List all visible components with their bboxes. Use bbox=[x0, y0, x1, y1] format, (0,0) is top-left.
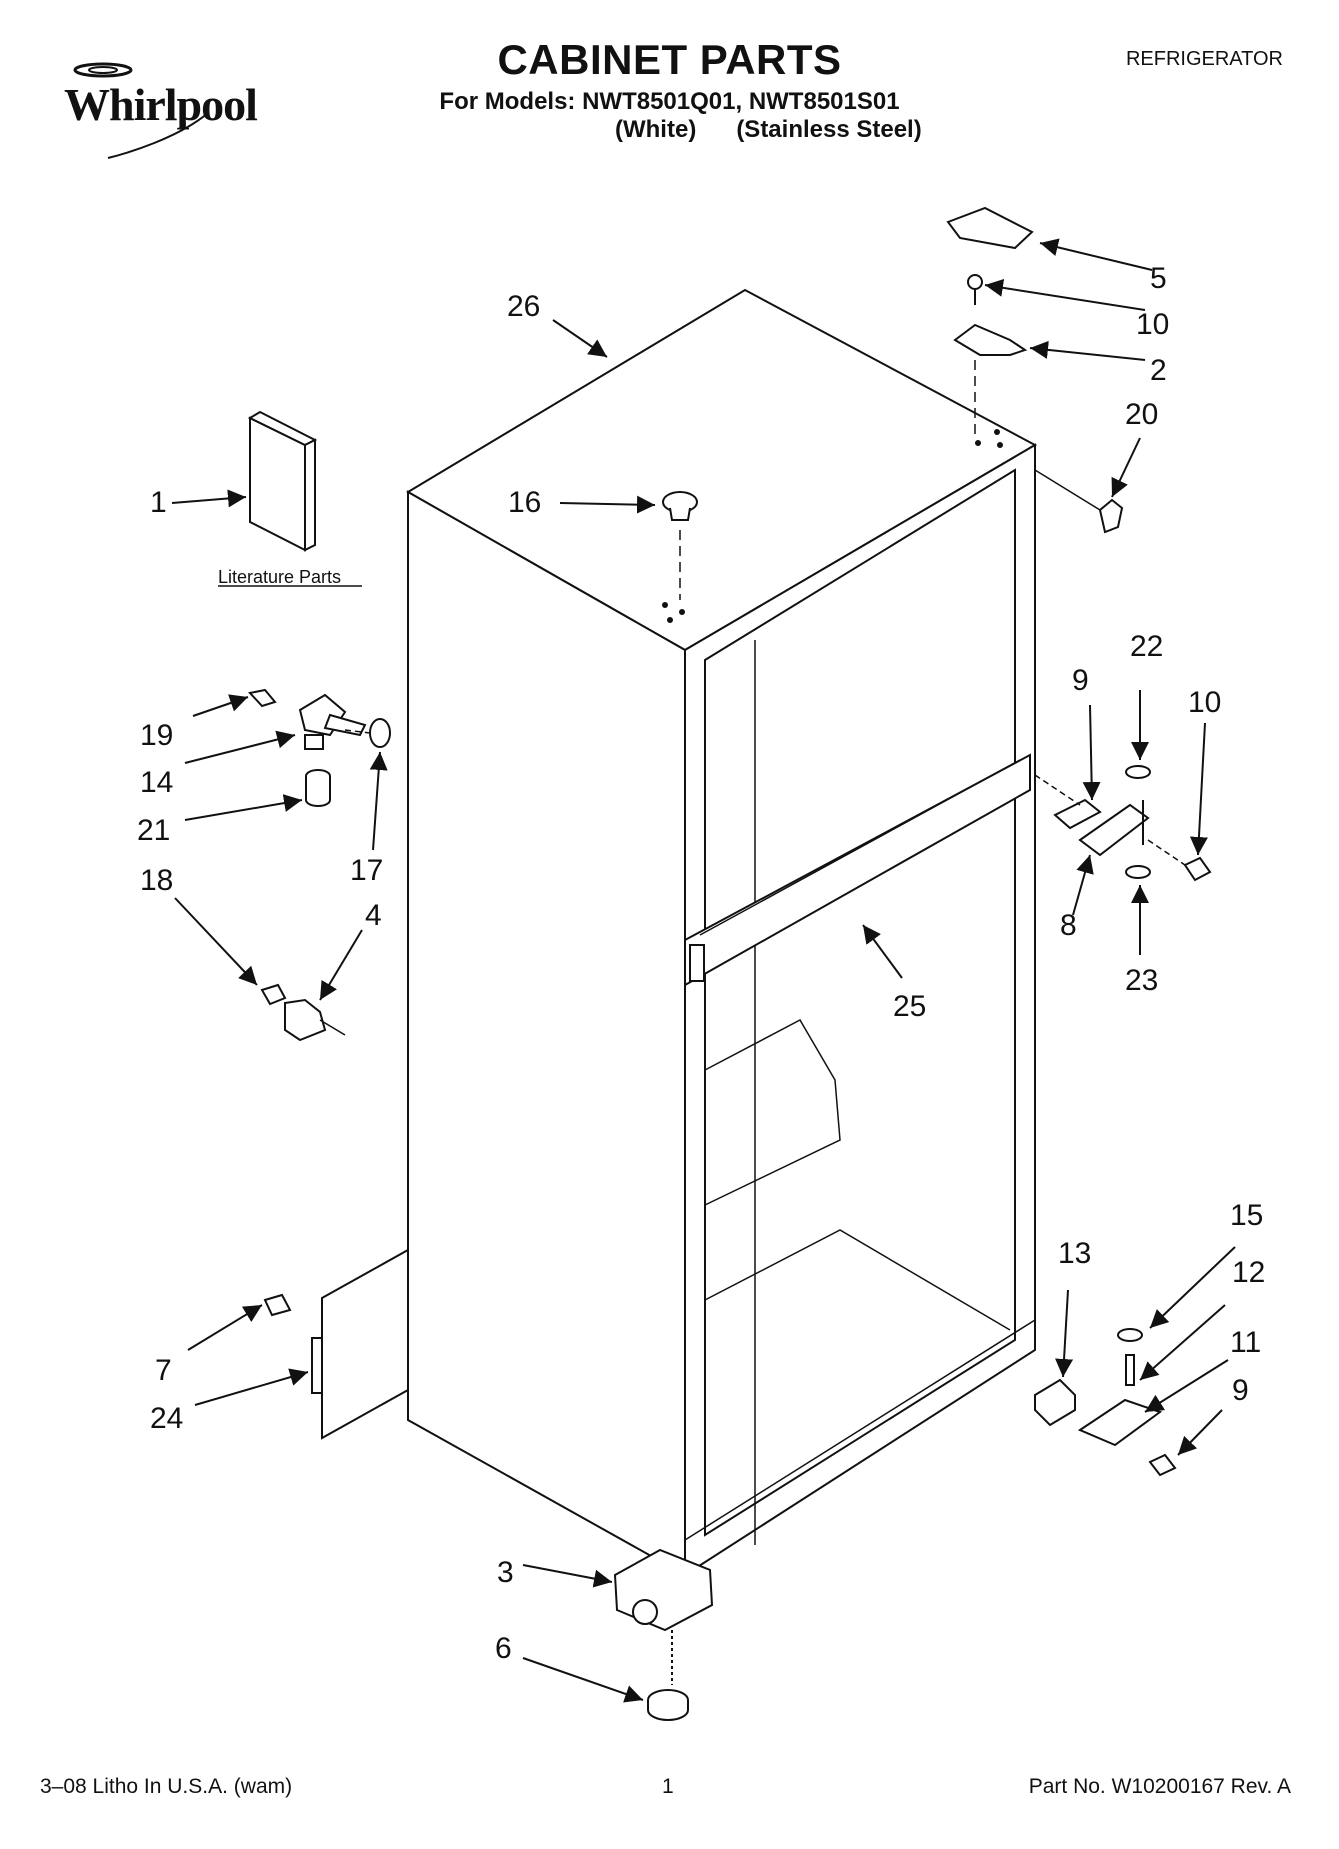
callout-numbers: 5 10 2 20 26 1 16 19 14 21 17 18 4 7 24 … bbox=[137, 262, 1265, 1665]
hinge-cover-part bbox=[946, 206, 1034, 250]
callout-2: 2 bbox=[1150, 354, 1167, 387]
page-number: 1 bbox=[662, 1775, 674, 1798]
callout-25: 25 bbox=[893, 990, 926, 1023]
appliance-category: REFRIGERATOR bbox=[1125, 48, 1283, 70]
callout-8: 8 bbox=[1060, 909, 1077, 942]
literature-label: Literature Parts bbox=[218, 567, 341, 587]
lower-left-hinge-parts bbox=[260, 983, 346, 1042]
callout-6: 6 bbox=[495, 1632, 512, 1665]
left-hinge-assembly bbox=[248, 688, 391, 807]
callout-10-center: 10 bbox=[1188, 686, 1221, 719]
logo-swirl-icon bbox=[73, 62, 209, 159]
callout-11: 11 bbox=[1230, 1326, 1261, 1359]
whirlpool-logo: Whirlpool bbox=[64, 78, 258, 131]
callout-12: 12 bbox=[1232, 1256, 1265, 1289]
callout-13: 13 bbox=[1058, 1237, 1091, 1270]
callout-10-top: 10 bbox=[1136, 308, 1169, 341]
callout-leader-lines bbox=[171, 238, 1236, 1703]
callout-23: 23 bbox=[1125, 964, 1158, 997]
callout-16: 16 bbox=[508, 486, 541, 519]
hinge-plug-part bbox=[1098, 498, 1124, 534]
callout-20: 20 bbox=[1125, 398, 1158, 431]
callout-18: 18 bbox=[140, 864, 173, 897]
cabinet-cross-rail bbox=[684, 753, 1031, 987]
callout-14: 14 bbox=[140, 766, 173, 799]
callout-3: 3 bbox=[497, 1556, 514, 1589]
callout-19: 19 bbox=[140, 719, 173, 752]
model-variants: (White) (Stainless Steel) bbox=[615, 116, 922, 143]
callout-4: 4 bbox=[365, 899, 382, 932]
page-title: CABINET PARTS bbox=[497, 36, 842, 83]
callout-17: 17 bbox=[350, 854, 383, 887]
callout-9-bottom: 9 bbox=[1232, 1374, 1249, 1407]
literature-parts-booklet bbox=[247, 410, 318, 552]
callout-7: 7 bbox=[155, 1354, 172, 1387]
top-plug-part bbox=[662, 491, 698, 600]
callout-9-center: 9 bbox=[1072, 664, 1089, 697]
bottom-hinge-assembly bbox=[1034, 1328, 1177, 1477]
roller-and-leveling-leg bbox=[613, 1548, 714, 1721]
brand-text: Whirlpool bbox=[64, 79, 258, 130]
footer-litho: 3–08 Litho In U.S.A. (wam) bbox=[40, 1775, 293, 1798]
cabinet-body bbox=[406, 288, 1038, 1577]
part-number: Part No. W10200167 Rev. A bbox=[1028, 1775, 1291, 1798]
top-hinge-part bbox=[953, 323, 1028, 356]
callout-22: 22 bbox=[1130, 630, 1163, 663]
callout-26: 26 bbox=[507, 290, 540, 323]
center-hinge-assembly bbox=[1034, 765, 1212, 882]
top-hinge-screw-part bbox=[967, 274, 983, 305]
callout-15: 15 bbox=[1230, 1199, 1263, 1232]
callout-1: 1 bbox=[150, 486, 167, 519]
callout-21: 21 bbox=[137, 814, 170, 847]
callout-24: 24 bbox=[150, 1402, 183, 1435]
model-numbers: For Models: NWT8501Q01, NWT8501S01 bbox=[439, 88, 900, 115]
callout-5: 5 bbox=[1150, 262, 1167, 295]
side-cover-panel-part bbox=[263, 1248, 409, 1440]
